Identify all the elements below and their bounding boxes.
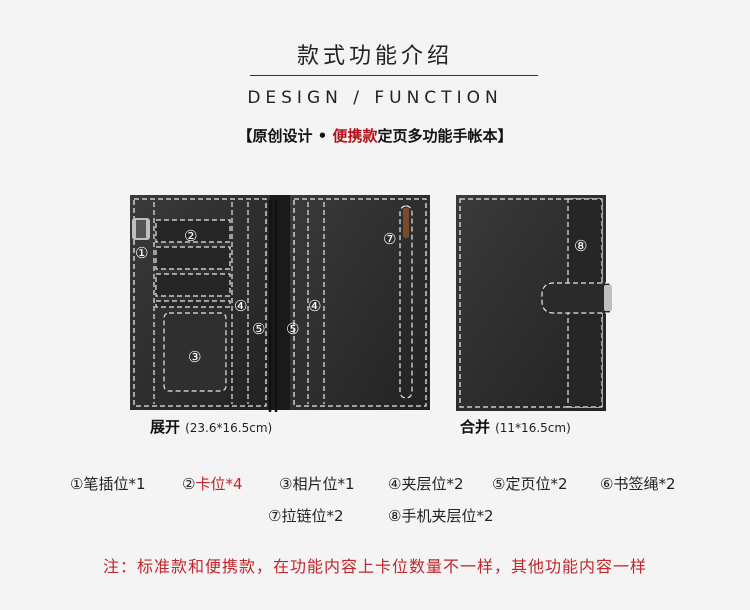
open-notebook-illustration: ① ② ③ ④ ⑤ ⑤ ④ ⑦ xyxy=(130,195,430,412)
subtitle-highlight: 便携款 xyxy=(332,127,378,145)
marker-5a: ⑤ xyxy=(252,320,265,338)
legend-text: 卡位*4 xyxy=(195,475,243,493)
legend-text: 相片位*1 xyxy=(292,475,355,493)
closure-strap xyxy=(541,282,611,314)
spine xyxy=(270,195,290,410)
strap-clasp xyxy=(604,285,612,311)
legend-item-3: ③相片位*1 xyxy=(279,473,355,494)
closed-notebook-illustration: ⑧ xyxy=(456,195,612,411)
product-subtitle: 【原创设计 • 便携款定页多功能手帐本】 xyxy=(0,125,750,146)
marker-5b: ⑤ xyxy=(286,320,299,338)
legend-num: ③ xyxy=(279,475,293,493)
open-view-label: 展开 xyxy=(150,418,181,436)
legend-num: ⑤ xyxy=(492,475,506,493)
legend-item-7: ⑦拉链位*2 xyxy=(268,505,344,526)
photo-slot xyxy=(163,312,227,392)
legend-item-5: ⑤定页位*2 xyxy=(492,473,568,494)
subtitle-part2: 定页多功能手帐本 xyxy=(377,127,498,145)
legend-num: ⑧ xyxy=(388,507,402,525)
left-panel-stitch xyxy=(133,198,267,407)
marker-2: ② xyxy=(184,227,197,245)
marker-8: ⑧ xyxy=(574,237,587,255)
legend-item-4: ④夹层位*2 xyxy=(388,473,464,494)
legend-text: 拉链位*2 xyxy=(281,507,344,525)
closed-view-size: (11*16.5cm) xyxy=(495,421,571,435)
legend-text: 定页位*2 xyxy=(505,475,568,493)
zipper-pocket xyxy=(399,205,413,399)
legend-item-1: ①笔插位*1 xyxy=(70,473,146,494)
card-slot xyxy=(155,273,231,297)
open-view-size: (23.6*16.5cm) xyxy=(185,421,273,435)
section-title-cn: 款式功能介绍 xyxy=(296,44,453,69)
legend-text: 笔插位*1 xyxy=(83,475,146,493)
closed-view-label: 合并 xyxy=(460,418,491,436)
title-divider xyxy=(250,75,538,76)
zipper-pull xyxy=(403,208,409,238)
legend-num: ① xyxy=(70,475,84,493)
section-title-en: DESIGN / FUNCTION xyxy=(247,88,503,108)
closed-view-caption: 合并 (11*16.5cm) xyxy=(460,416,571,437)
footnote: 注：标准款和便携款，在功能内容上卡位数量不一样，其他功能内容一样 xyxy=(102,557,647,576)
legend-item-6: ⑥书签绳*2 xyxy=(600,473,676,494)
legend-num: ⑥ xyxy=(600,475,614,493)
marker-4a: ④ xyxy=(234,297,247,315)
legend-item-2: ②卡位*4 xyxy=(182,473,243,494)
open-view-caption: 展开 (23.6*16.5cm) xyxy=(150,416,272,437)
marker-1: ① xyxy=(135,244,148,262)
marker-4b: ④ xyxy=(308,297,321,315)
legend-num: ⑦ xyxy=(268,507,282,525)
card-slot xyxy=(155,246,231,270)
legend-item-8: ⑧手机夹层位*2 xyxy=(388,505,494,526)
legend-text: 夹层位*2 xyxy=(401,475,464,493)
bracket-open: 【 xyxy=(237,127,253,145)
card-slot xyxy=(155,219,231,243)
legend-text: 手机夹层位*2 xyxy=(401,507,494,525)
bracket-close: 】 xyxy=(497,127,513,145)
legend-text: 书签绳*2 xyxy=(613,475,676,493)
marker-3: ③ xyxy=(188,348,201,366)
marker-7: ⑦ xyxy=(383,230,396,248)
subtitle-part1: 原创设计 • xyxy=(252,127,333,145)
legend-num: ② xyxy=(182,475,196,493)
legend-num: ④ xyxy=(388,475,402,493)
